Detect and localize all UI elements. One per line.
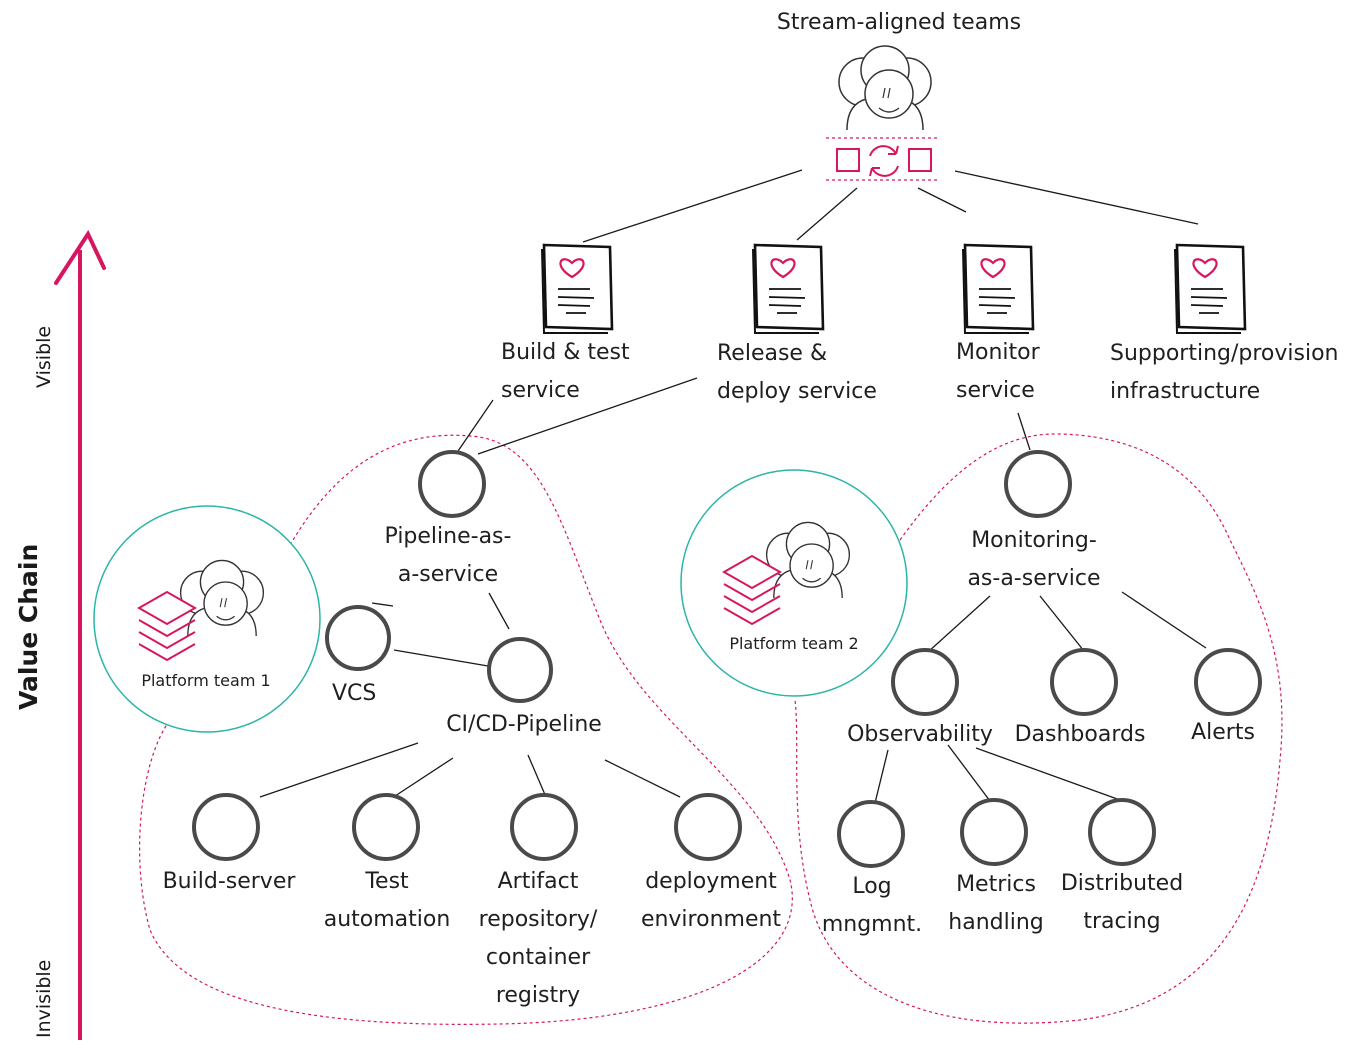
node-label-line: container [485, 945, 591, 970]
vcs-node [325, 605, 391, 671]
artifact-repository-node [510, 793, 578, 861]
service-label-line: service [956, 378, 1035, 403]
service-label-build-test: Build & test service [501, 334, 630, 410]
connectors [259, 169, 1207, 804]
deployment-environment-label: deployment environment [641, 863, 781, 939]
log-management-label: Log mngmnt. [822, 868, 922, 944]
service-label-line: service [501, 378, 580, 403]
build-server-node [192, 793, 260, 861]
node-label-line: Monitoring- [971, 528, 1097, 553]
stream-aligned-team-icon [838, 45, 932, 131]
metrics-handling-label: Metrics handling [948, 866, 1043, 942]
collaboration-icon [826, 137, 940, 181]
release-deploy-service-doc-icon [751, 243, 825, 335]
alerts-label: Alerts [1191, 720, 1255, 745]
pipeline-group-outline [139, 434, 793, 1025]
service-label-line: Release & [717, 341, 828, 366]
platform-team-2-label: Platform team 2 [729, 634, 859, 653]
cicd-pipeline-node [487, 637, 553, 703]
stream-aligned-teams-label: Stream-aligned teams [776, 10, 1022, 35]
monitor-service-doc-icon [961, 243, 1035, 335]
service-label-line: Build & test [501, 340, 630, 365]
test-automation-label: Test automation [324, 863, 451, 939]
node-label-line: Artifact [497, 869, 579, 894]
artifact-repository-label: Artifact repository/ container registry [479, 863, 598, 1015]
service-label-monitor: Monitor service [956, 334, 1040, 410]
platform-team-2 [680, 469, 908, 697]
infrastructure-service-doc-icon [1173, 243, 1247, 335]
node-label-line: Metrics [956, 872, 1036, 897]
node-label-line: registry [495, 983, 581, 1008]
service-label-line: deploy service [717, 379, 877, 404]
node-label-line: repository/ [478, 907, 598, 932]
monitoring-as-a-service-label: Monitoring- as-a-service [967, 522, 1100, 598]
node-label-line: deployment [645, 869, 777, 894]
node-label-line: Pipeline-as- [384, 524, 512, 549]
observability-label: Observability [847, 722, 993, 747]
metrics-handling-node [960, 798, 1028, 866]
node-label-line: environment [640, 907, 782, 932]
platform-team-1-label: Platform team 1 [141, 671, 271, 690]
log-management-node [837, 800, 905, 868]
service-label-line: Supporting/provision [1110, 341, 1339, 366]
deployment-environment-node [674, 793, 742, 861]
node-label-line: Test [365, 869, 409, 894]
distributed-tracing-label: Distributed tracing [1061, 865, 1183, 941]
distributed-tracing-node [1088, 798, 1156, 866]
platform-team-1 [93, 505, 321, 733]
node-label-line: tracing [1083, 909, 1161, 934]
value-chain-axis-arrow [54, 229, 106, 1040]
node-label-line: Distributed [1060, 871, 1184, 896]
build-server-label: Build-server [163, 863, 296, 901]
service-label-release-deploy: Release & deploy service [717, 335, 877, 411]
cicd-pipeline-label: CI/CD-Pipeline [446, 712, 602, 737]
node-label-line: a-service [397, 562, 499, 587]
monitoring-group-outline [794, 433, 1283, 1024]
alerts-node [1194, 648, 1262, 716]
service-label-infrastructure: Supporting/provision infrastructure [1110, 335, 1339, 411]
test-automation-node [352, 793, 420, 861]
monitoring-as-a-service-node [1004, 450, 1072, 518]
service-label-line: infrastructure [1110, 379, 1261, 404]
pipeline-as-a-service-label: Pipeline-as- a-service [385, 518, 512, 594]
node-label-line: Build-server [162, 869, 296, 894]
capability-nodes [192, 450, 1262, 868]
service-label-line: Monitor [956, 340, 1040, 365]
node-label-line: handling [948, 910, 1044, 935]
axis-bottom-label: Invisible [33, 959, 55, 1038]
build-test-service-doc-icon [540, 243, 614, 335]
pipeline-as-a-service-node [418, 450, 486, 518]
node-label-line: as-a-service [967, 566, 1101, 591]
node-label-line: Log [852, 874, 892, 899]
vcs-label: VCS [332, 681, 377, 706]
node-label-line: mngmnt. [821, 912, 923, 937]
observability-node [891, 648, 959, 716]
node-label-line: automation [323, 907, 451, 932]
axis-top-label: Visible [33, 325, 55, 388]
axis-title: Value Chain [14, 543, 43, 710]
dashboards-label: Dashboards [1014, 722, 1146, 747]
dashboards-node [1050, 648, 1118, 716]
